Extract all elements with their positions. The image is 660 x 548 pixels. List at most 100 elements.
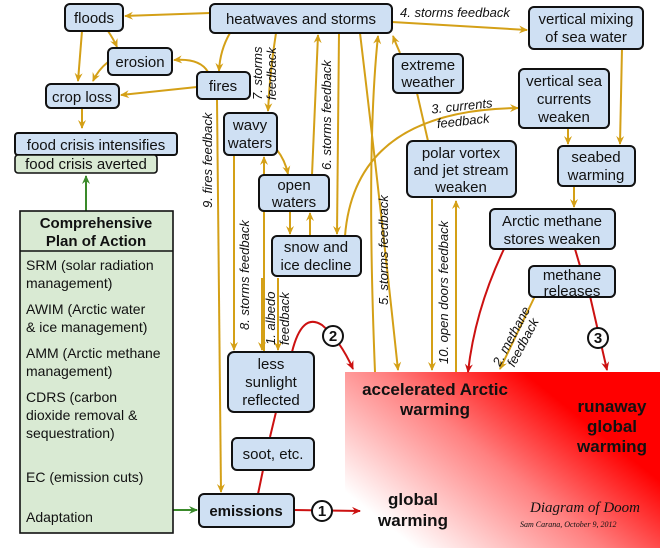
- svg-text:reflected: reflected: [242, 392, 300, 409]
- svg-text:erosion: erosion: [115, 54, 164, 71]
- svg-text:accelerated Arctic: accelerated Arctic: [362, 380, 508, 399]
- svg-text:1: 1: [318, 503, 326, 520]
- svg-text:3: 3: [594, 330, 602, 347]
- marker-1: 1: [311, 500, 333, 522]
- svg-text:7. storms: 7. storms: [250, 46, 265, 100]
- marker-2: 2: [322, 325, 344, 347]
- svg-text:vertical sea: vertical sea: [526, 73, 603, 90]
- svg-text:sunlight: sunlight: [245, 374, 298, 391]
- node-heatwaves-and-storms: heatwaves and storms: [209, 3, 393, 34]
- svg-text:warming: warming: [377, 511, 448, 530]
- svg-text:food crisis averted: food crisis averted: [25, 156, 147, 173]
- svg-text:vertical mixing: vertical mixing: [538, 11, 633, 28]
- svg-text:soot, etc.: soot, etc.: [243, 446, 304, 463]
- svg-text:heatwaves and storms: heatwaves and storms: [226, 11, 376, 28]
- svg-text:methane: methane: [543, 267, 601, 284]
- node-floods: floods: [64, 3, 124, 32]
- svg-text:Plan of Action: Plan of Action: [46, 233, 146, 250]
- svg-text:EC (emission cuts): EC (emission cuts): [26, 469, 143, 485]
- label-5-storms-feedback: 5. storms feedback: [376, 194, 391, 305]
- svg-text:releases: releases: [544, 283, 601, 300]
- svg-text:weaken: weaken: [537, 109, 590, 126]
- node-crop-loss: crop loss: [45, 83, 120, 109]
- label-6-storms-feedback: 6. storms feedback: [319, 59, 334, 170]
- svg-text:Adaptation: Adaptation: [26, 509, 93, 525]
- svg-text:warming: warming: [399, 400, 470, 419]
- svg-text:ice decline: ice decline: [281, 257, 352, 274]
- svg-text:warming: warming: [567, 167, 625, 184]
- svg-text:runaway: runaway: [578, 397, 648, 416]
- svg-text:snow and: snow and: [284, 239, 348, 256]
- diagram-title: Diagram of Doom: [529, 500, 640, 516]
- svg-text:fires: fires: [209, 78, 237, 95]
- svg-text:feedback: feedback: [264, 46, 279, 100]
- svg-text:management): management): [26, 275, 112, 291]
- svg-text:floods: floods: [74, 10, 114, 27]
- node-food-crisis-averted: food crisis averted: [14, 154, 158, 174]
- svg-text:Comprehensive: Comprehensive: [40, 215, 153, 232]
- svg-text:seabed: seabed: [571, 149, 620, 166]
- node-erosion: erosion: [107, 47, 173, 76]
- svg-text:SRM (solar radiation: SRM (solar radiation: [26, 257, 154, 273]
- label-9-fires-feedback: 9. fires feedback: [200, 111, 215, 208]
- svg-text:currents: currents: [537, 91, 591, 108]
- svg-text:food crisis intensifies: food crisis intensifies: [27, 137, 165, 154]
- doom-gradient-region: [345, 372, 660, 548]
- svg-text:polar vortex: polar vortex: [422, 145, 501, 162]
- label-8-storms-feedback: 8. storms feedback: [237, 219, 252, 330]
- svg-text:crop loss: crop loss: [52, 89, 112, 106]
- svg-text:waters: waters: [271, 194, 316, 211]
- svg-text:warming: warming: [576, 437, 647, 456]
- svg-text:feedback: feedback: [277, 291, 292, 345]
- svg-text:weaken: weaken: [434, 179, 487, 196]
- svg-text:stores weaken: stores weaken: [504, 231, 601, 248]
- svg-text:Arctic methane: Arctic methane: [502, 213, 602, 230]
- author-credit: Sam Carana, October 9, 2012: [520, 520, 616, 529]
- feedback-arrows: [74, 11, 625, 493]
- node-fires: fires: [196, 71, 251, 100]
- svg-text:feedback: feedback: [436, 110, 492, 131]
- svg-text:3. currents: 3. currents: [431, 95, 494, 116]
- svg-text:extreme: extreme: [401, 57, 455, 74]
- svg-text:emissions: emissions: [209, 503, 282, 520]
- node-emissions: emissions: [198, 493, 295, 528]
- svg-text:sequestration): sequestration): [26, 425, 115, 441]
- svg-text:AWIM (Arctic water: AWIM (Arctic water: [26, 301, 146, 317]
- svg-text:wavy: wavy: [232, 117, 268, 134]
- svg-text:global: global: [587, 417, 637, 436]
- svg-text:& ice management): & ice management): [26, 319, 147, 335]
- svg-text:CDRS (carbon: CDRS (carbon: [26, 389, 117, 405]
- node-food-crisis-intensifies: food crisis intensifies: [14, 132, 178, 156]
- comprehensive-plan-box: Comprehensive Plan of Action SRM (solar …: [19, 210, 174, 534]
- svg-text:2: 2: [329, 328, 337, 345]
- svg-text:waters: waters: [227, 135, 272, 152]
- svg-text:management): management): [26, 363, 112, 379]
- svg-text:dioxide removal &: dioxide removal &: [26, 407, 138, 423]
- marker-3: 3: [587, 327, 609, 349]
- node-soot: soot, etc.: [231, 437, 315, 471]
- svg-text:less: less: [258, 356, 285, 373]
- svg-text:AMM (Arctic methane: AMM (Arctic methane: [26, 345, 161, 361]
- label-10-open-doors-feedback: 10. open doors feedback: [436, 219, 451, 364]
- svg-text:and jet stream: and jet stream: [413, 162, 508, 179]
- svg-text:of sea water: of sea water: [545, 29, 627, 46]
